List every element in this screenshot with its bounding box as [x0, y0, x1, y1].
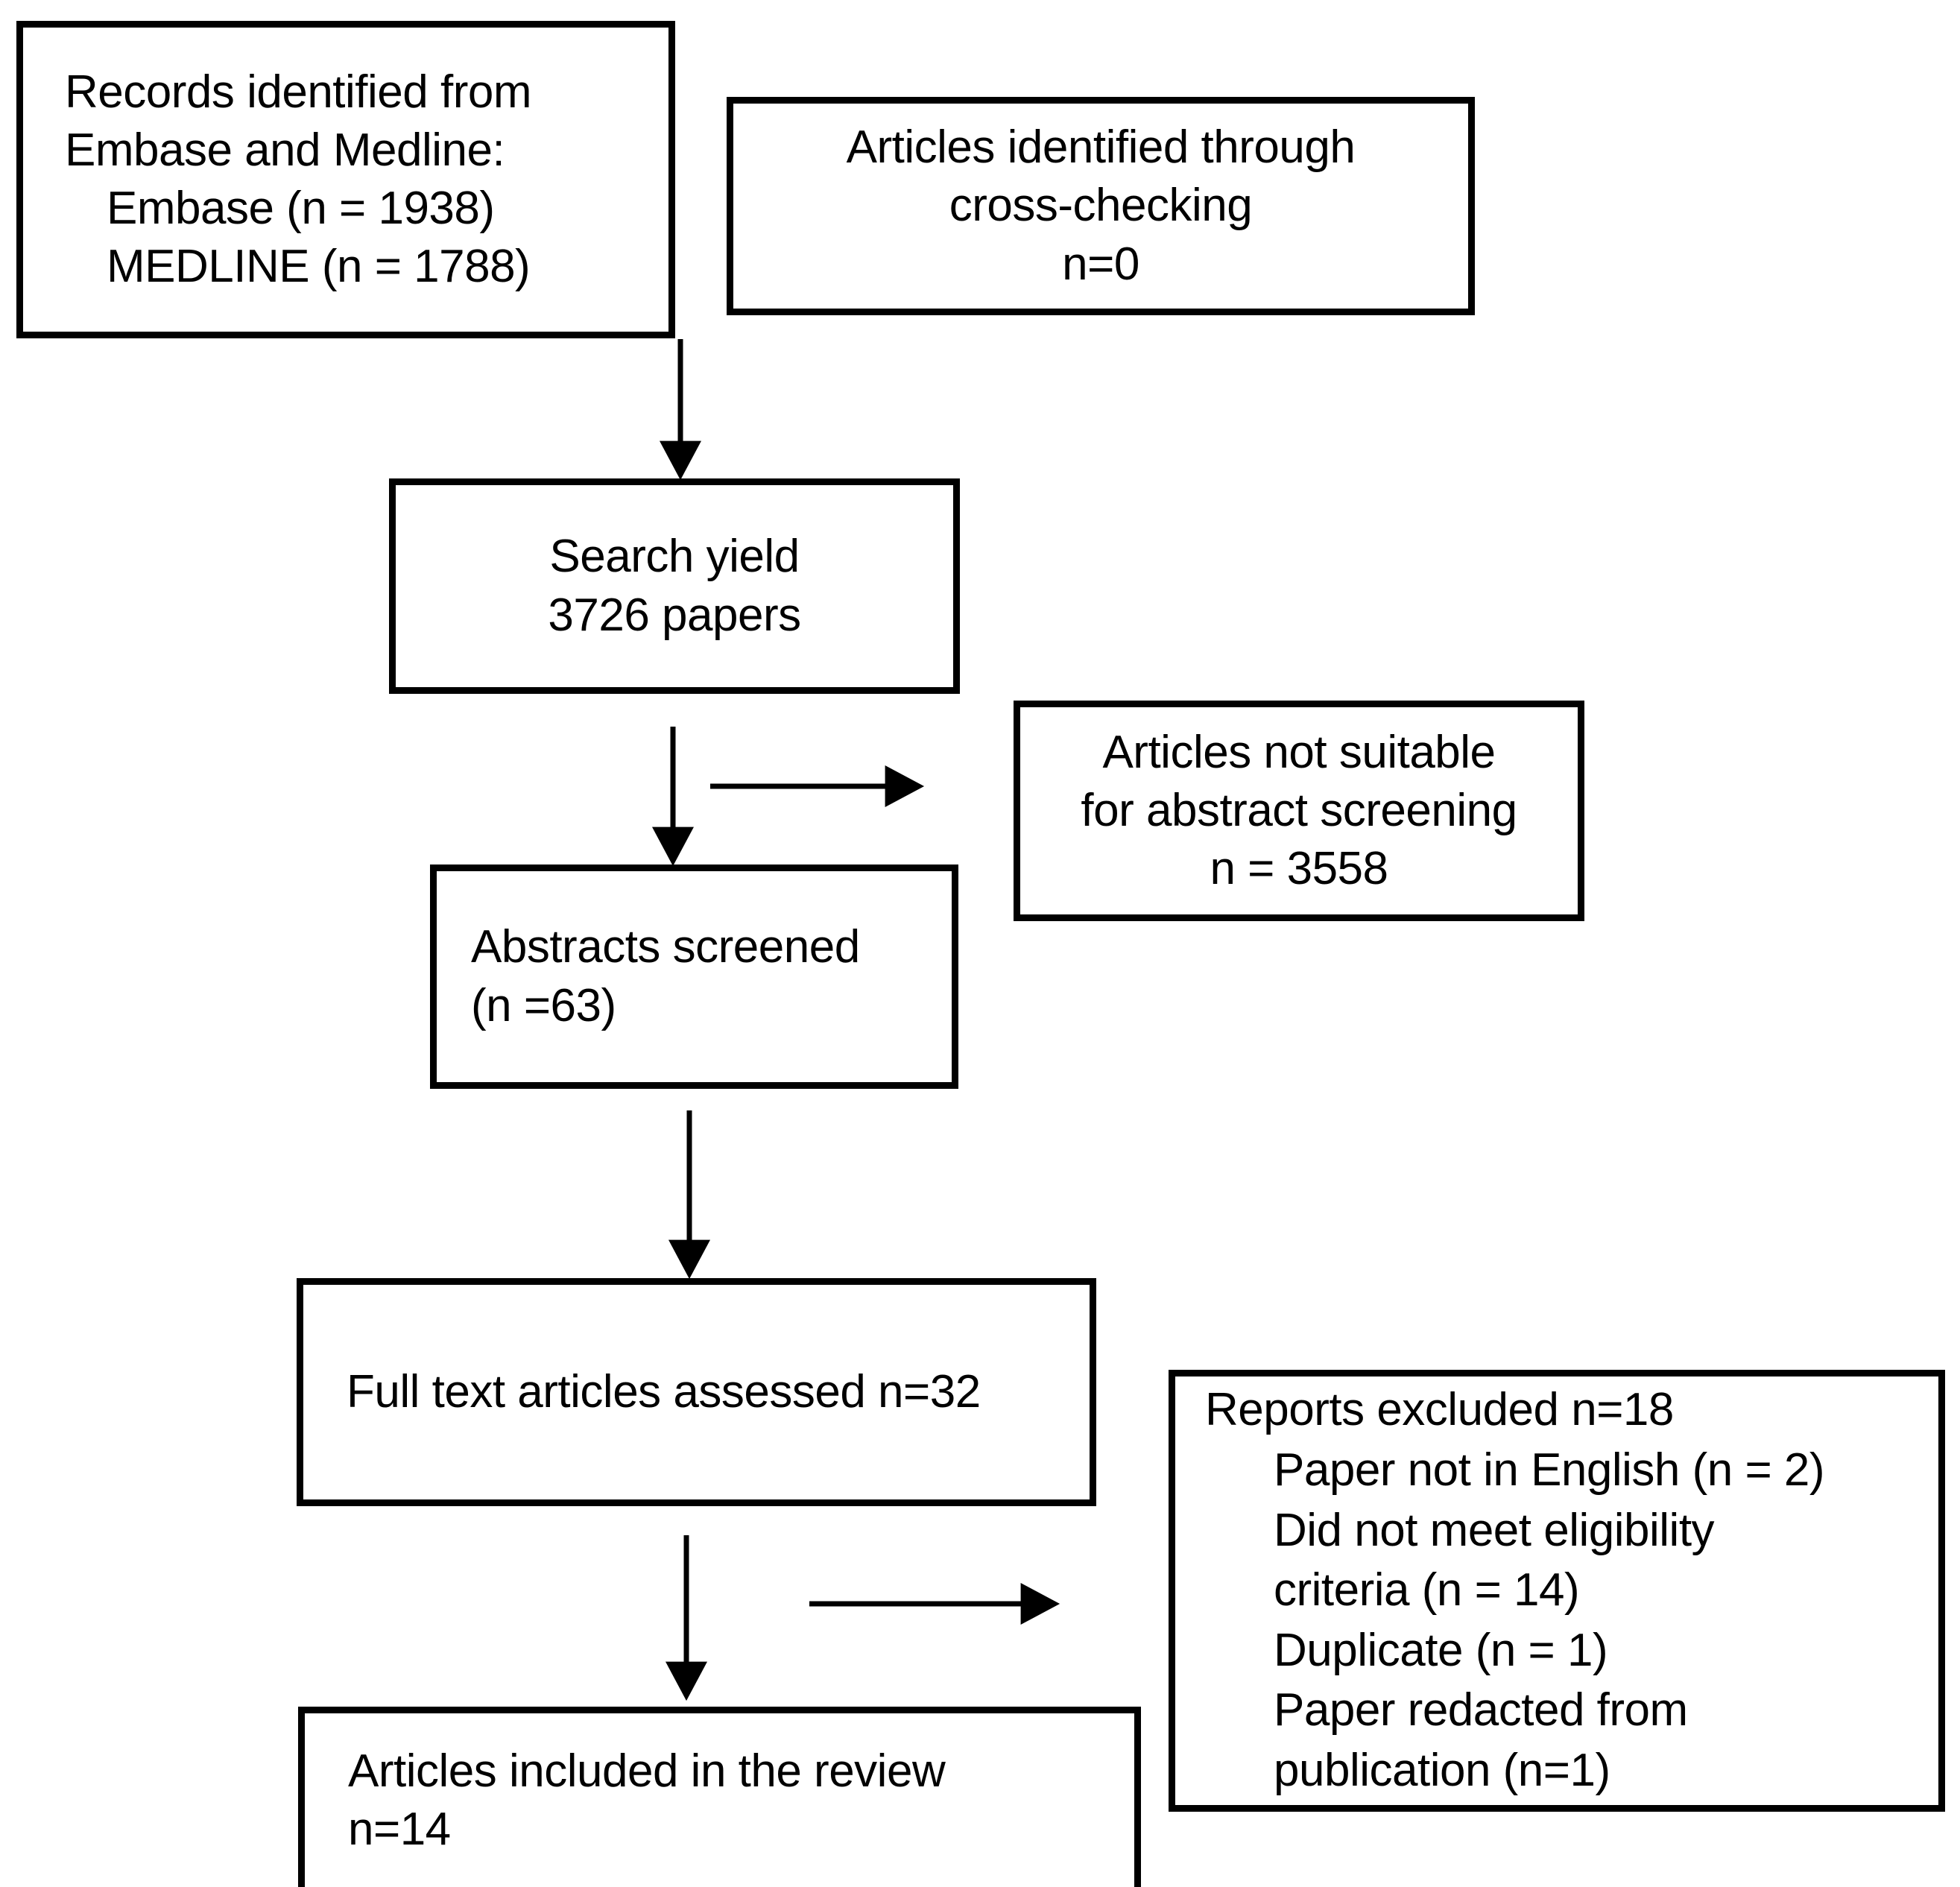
reports-excluded-line-3: Did not meet eligibility — [1274, 1504, 1715, 1556]
reports-excluded-line-2: Paper not in English (n = 2) — [1274, 1444, 1825, 1496]
cross-checking-line-3: n=0 — [1062, 238, 1139, 290]
records-line-4: MEDLINE (n = 1788) — [107, 241, 531, 293]
included-line-1: Articles included in the review — [348, 1745, 946, 1797]
reports-excluded-line-7: publication (n=1) — [1274, 1744, 1610, 1796]
records-line-3: Embase (n = 1938) — [107, 183, 495, 234]
not-suitable-line-1: Articles not suitable — [1102, 726, 1496, 778]
included-line-2: n=14 — [348, 1804, 451, 1855]
box-full-text-assessed: Full text articles assessed n=32 — [297, 1278, 1096, 1506]
box-reports-excluded: Reports excluded n=18 Paper not in Engli… — [1169, 1370, 1945, 1812]
records-line-2: Embase and Medline: — [65, 124, 505, 176]
box-articles-not-suitable: Articles not suitable for abstract scree… — [1014, 701, 1584, 921]
box-cross-checking: Articles identified through cross-checki… — [727, 97, 1475, 315]
records-line-1: Records identified from — [65, 66, 532, 118]
reports-excluded-line-4: criteria (n = 14) — [1274, 1564, 1580, 1616]
box-articles-included: Articles included in the review n=14 — [298, 1707, 1141, 1887]
search-yield-line-1: Search yield — [549, 531, 800, 583]
not-suitable-line-3: n = 3558 — [1210, 843, 1388, 895]
box-records-identified: Records identified from Embase and Medli… — [16, 21, 675, 338]
cross-checking-line-2: cross-checking — [949, 180, 1253, 232]
reports-excluded-line-5: Duplicate (n = 1) — [1274, 1624, 1608, 1676]
cross-checking-line-1: Articles identified through — [846, 121, 1356, 174]
reports-excluded-line-6: Paper redacted from — [1274, 1684, 1688, 1736]
box-abstracts-screened: Abstracts screened (n =63) — [430, 865, 958, 1089]
search-yield-line-2: 3726 papers — [548, 589, 801, 641]
abstracts-line-2: (n =63) — [471, 979, 616, 1031]
full-text-line-1: Full text articles assessed n=32 — [347, 1365, 981, 1417]
box-search-yield: Search yield 3726 papers — [389, 478, 960, 694]
not-suitable-line-2: for abstract screening — [1081, 784, 1517, 836]
abstracts-line-1: Abstracts screened — [471, 921, 860, 973]
reports-excluded-line-1: Reports excluded n=18 — [1205, 1384, 1674, 1436]
